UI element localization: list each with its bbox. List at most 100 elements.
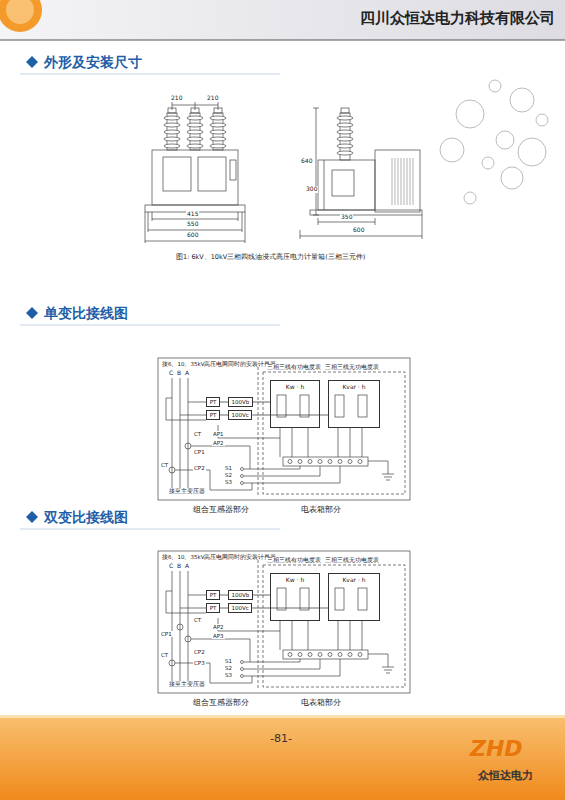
node-text: Kw · h <box>285 577 305 584</box>
diagram-label: A <box>184 563 190 570</box>
drawing-circle <box>536 114 548 126</box>
diagram-label: S1 <box>224 658 233 664</box>
drawing-ellipse <box>210 137 226 141</box>
drawing-line <box>242 212 243 232</box>
diagram-label: CP1 <box>193 449 206 455</box>
drawing-rect <box>163 157 191 191</box>
drawing-ellipse <box>337 144 353 148</box>
drawing-circle <box>510 88 534 112</box>
diagram-label: C <box>168 370 174 377</box>
drawing-circle <box>501 167 523 189</box>
diagram-label: 415 <box>186 211 199 218</box>
drawing-ellipse <box>187 123 203 127</box>
diagram-label: CT <box>193 431 202 437</box>
section-heading: 单变比接线图 <box>44 305 128 321</box>
drawing-line <box>398 158 399 205</box>
drawing-line <box>392 158 393 205</box>
drawing-line <box>318 222 375 223</box>
diagram-label: 电表箱部分 <box>300 505 342 514</box>
drawing-line <box>238 212 239 221</box>
diagram-label: 接至主变压器 <box>168 681 206 687</box>
drawing-g <box>164 116 353 155</box>
company-title: 四川众恒达电力科技有限公司 <box>360 10 555 27</box>
drawing-rect <box>230 160 236 180</box>
drawing-line <box>195 102 196 110</box>
diagram-label: 210 <box>206 95 219 102</box>
drawing-ellipse <box>210 144 226 148</box>
drawing-rect <box>0 0 565 40</box>
drawing-line <box>395 158 396 205</box>
drawing-circle <box>0 0 42 32</box>
drawing-line <box>313 215 319 216</box>
diagram-label: 300 <box>305 186 318 193</box>
node-text: PT <box>209 412 218 418</box>
drawing-ellipse <box>210 116 226 120</box>
node-text: 100Vc <box>231 605 250 611</box>
transformer-box: PT <box>206 590 220 600</box>
drawing-circle <box>456 100 484 128</box>
drawing-ellipse <box>337 123 353 127</box>
node-text: PT <box>209 605 218 611</box>
drawing-ellipse <box>187 130 203 134</box>
drawing-line <box>404 158 405 205</box>
drawing-rect <box>332 170 354 196</box>
diagram-label: 接至主变压器 <box>168 488 206 494</box>
drawing-ellipse <box>164 137 180 141</box>
diagram-label: 接6、10、35kV高压电网同时的安装计量器 <box>161 554 277 560</box>
diagram-label: 组合互感器部分 <box>192 698 250 707</box>
logo-mark: ZHD <box>470 736 523 761</box>
drawing-circle <box>464 192 476 204</box>
diagram-label: 三相三线有功电度表 <box>266 557 322 563</box>
wire-connector <box>220 415 228 416</box>
section-heading: 双变比接线图 <box>44 509 128 525</box>
node-text: 100Vb <box>231 399 251 405</box>
diagram-label: CP2 <box>193 649 206 655</box>
diagram-label: AP1 <box>212 431 225 437</box>
drawing-path <box>26 307 38 319</box>
drawing-line <box>152 212 153 221</box>
diagram-label: 210 <box>170 95 183 102</box>
diagram-label: CP3 <box>193 660 206 666</box>
wire-connector <box>253 402 270 403</box>
diagram-label: S1 <box>224 465 233 471</box>
drawing-rect <box>0 715 565 800</box>
drawing-line <box>20 529 280 530</box>
drawing-rect <box>310 210 422 215</box>
drawing-line <box>410 158 411 205</box>
meter-box: Kvar · h <box>328 573 380 621</box>
diagram-label: C <box>168 563 174 570</box>
drawing-line <box>148 212 149 232</box>
drawing-ellipse <box>337 130 353 134</box>
meter-box: Kw · h <box>270 380 320 428</box>
wire-connector <box>220 595 228 596</box>
diagram-label: 三相三线无功电度表 <box>324 557 380 563</box>
meter-box: Kw · h <box>270 573 320 621</box>
transformer-box: PT <box>206 397 220 407</box>
drawing-line <box>145 241 245 242</box>
drawing-rect <box>152 150 238 205</box>
wire-connector <box>220 402 228 403</box>
drawing-line <box>324 160 325 210</box>
diagram-label: CT <box>193 617 202 623</box>
node-text: Kw · h <box>285 384 305 391</box>
drawing-ellipse <box>164 116 180 120</box>
diagram-label: AP2 <box>212 440 225 446</box>
drawing-ellipse <box>164 144 180 148</box>
node-text: PT <box>209 399 218 405</box>
diagram-label: 350 <box>340 214 353 221</box>
drawing-ellipse <box>210 123 226 127</box>
drawing-g <box>392 158 413 205</box>
diagram-label: 接6、10、35kV高压电网同时的安装计量器 <box>161 361 277 367</box>
drawing-line <box>148 230 242 231</box>
drawing-line <box>245 212 246 243</box>
diagram-label: 600 <box>352 227 365 234</box>
diagram-label: CP1 <box>160 631 173 637</box>
transformer-box: 100Vb <box>228 590 253 600</box>
diagram-label: CT <box>160 652 169 658</box>
drawing-line <box>152 219 238 220</box>
wire-connector <box>253 595 270 596</box>
drawing-ellipse <box>337 137 353 141</box>
drawing-line <box>375 218 376 225</box>
